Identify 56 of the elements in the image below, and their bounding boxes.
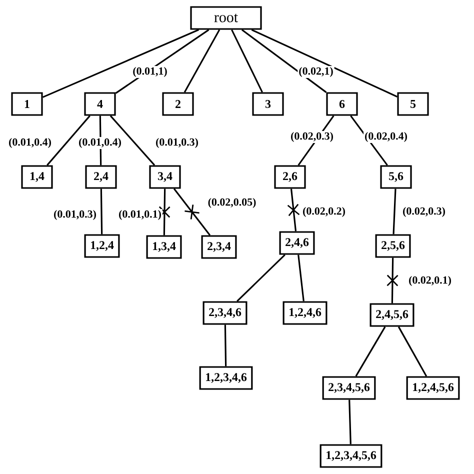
set-box: 1,2,3,4,5,6	[320, 444, 382, 468]
edge-label: (0.02,0.3)	[402, 206, 446, 218]
edge-label: (0.02,0.1)	[408, 275, 452, 287]
edge-label: (0.02,0.05)	[206, 197, 258, 209]
set-box: 1,2,3,4,6	[199, 366, 253, 390]
edge-label: (0.02,0.2)	[302, 206, 346, 218]
tree-edge	[298, 254, 304, 302]
tree-edge	[398, 326, 428, 377]
cut-edge	[287, 188, 300, 232]
tree-edge	[355, 326, 386, 377]
set-box: 1,2,4,6	[282, 301, 328, 325]
set-box: 2,4,5,6	[370, 303, 414, 327]
tree-edge	[42, 29, 200, 98]
set-box: 2,4,6	[279, 231, 315, 255]
cut-edge	[158, 188, 170, 236]
tree-edge	[236, 254, 286, 302]
set-box: 2,3,4,5,6	[322, 376, 376, 400]
cut-edge	[173, 188, 211, 236]
tree-edge	[392, 188, 396, 234]
edge-label: (0.02,0.4)	[364, 131, 408, 143]
set-box: 3	[252, 92, 284, 116]
edge-label: (0.01,0.1)	[118, 209, 162, 221]
set-box: 1	[11, 92, 43, 116]
set-box: 1,4	[21, 165, 53, 189]
set-box: 4	[84, 92, 116, 116]
set-box: 2,4	[85, 165, 117, 189]
edge-label: (0.01,1)	[132, 66, 168, 78]
edge-label: (0.02,0.3)	[290, 131, 334, 143]
edge-label: (0.01,0.4)	[78, 137, 122, 149]
set-box: 1,2,4,5,6	[406, 376, 460, 400]
set-box: 2,5,6	[375, 234, 411, 258]
root-box: root	[190, 6, 262, 30]
set-box: 6	[326, 92, 358, 116]
set-box: 2	[162, 92, 194, 116]
tree-edge	[231, 29, 263, 93]
tree-edge	[100, 188, 103, 234]
set-box: 1,2,4	[84, 234, 120, 258]
set-box: 2,3,4,6	[202, 301, 248, 325]
tree-edge	[46, 115, 90, 166]
tree-edge	[251, 29, 398, 98]
tree-edge	[348, 400, 352, 444]
set-box: 3,4	[149, 165, 181, 189]
edge-label: (0.02,1)	[298, 66, 334, 78]
set-box: 2,6	[274, 165, 306, 189]
edge-label: (0.01,0.3)	[154, 137, 200, 149]
cut-edge	[386, 258, 398, 304]
edge-label: (0.01,0.3)	[52, 209, 98, 221]
set-box: 5	[397, 92, 429, 116]
tree-edge	[241, 29, 327, 93]
tree-edge	[184, 29, 220, 93]
tree-edge	[224, 324, 227, 366]
set-box: 5,6	[380, 165, 412, 189]
set-box: 1,3,4	[146, 235, 182, 259]
tree-edge	[110, 115, 156, 166]
edge-label: (0.01,0.4)	[8, 137, 52, 149]
set-box: 2,3,4	[201, 235, 237, 259]
